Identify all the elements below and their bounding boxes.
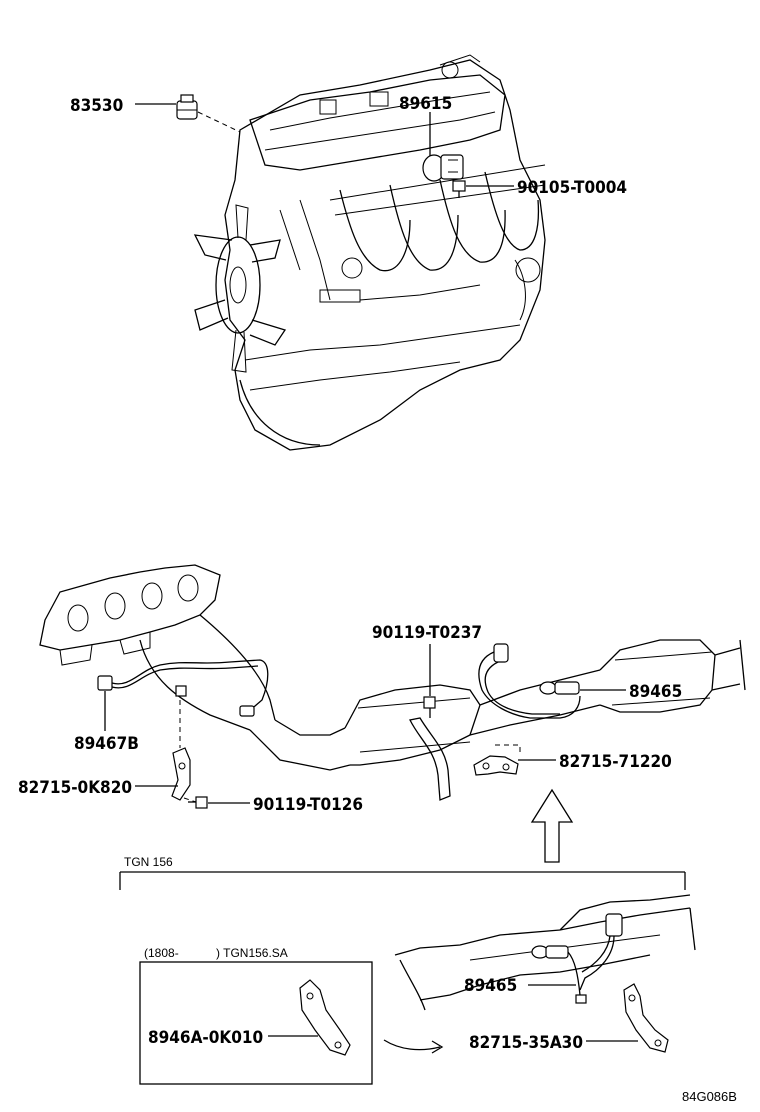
sensor-89465-lower-icon[interactable]: [531, 913, 623, 1004]
callout-82715-0k820[interactable]: 82715-0K820: [18, 778, 132, 798]
exhaust-manifold-drawing: [39, 564, 746, 771]
curved-arrow-icon: [383, 1039, 441, 1051]
up-arrow-icon: [530, 788, 574, 863]
lower-exhaust-drawing: [394, 894, 696, 1011]
sensor-89615-icon[interactable]: [422, 154, 464, 182]
sensor-89467b-icon[interactable]: [97, 659, 269, 717]
sensor-89465-icon[interactable]: [478, 643, 581, 719]
callout-89465-lower[interactable]: 89465: [464, 976, 517, 996]
bracket-82715-0k820-icon[interactable]: [171, 747, 191, 801]
callout-8946a-0k010[interactable]: 8946A-0K010: [148, 1028, 263, 1048]
figure-code: 84G086B: [682, 1089, 737, 1104]
callout-89465-upper[interactable]: 89465: [629, 682, 682, 702]
inset-label-date: (1808-: [144, 946, 179, 960]
inset-box: [139, 961, 373, 1085]
callout-89615[interactable]: 89615: [399, 94, 452, 114]
callout-90105-t0004[interactable]: 90105-T0004: [517, 178, 627, 198]
engine-fan-drawing: [193, 204, 287, 373]
callout-82715-35a30[interactable]: 82715-35A30: [469, 1033, 583, 1053]
bracket-8946a-0k010-icon[interactable]: [299, 979, 351, 1056]
callout-82715-71220[interactable]: 82715-71220: [559, 752, 672, 772]
engine-assembly-drawing: [224, 54, 546, 451]
bracket-82715-71220-icon[interactable]: [473, 755, 519, 776]
bolt-90119-t0237-icon[interactable]: [423, 696, 436, 718]
sensor-83530-icon[interactable]: [176, 94, 198, 120]
inset-label-model: ) TGN156.SA: [216, 946, 288, 960]
bracket-82715-35a30-icon[interactable]: [623, 983, 669, 1053]
callout-89467b[interactable]: 89467B: [74, 734, 139, 754]
bolt-90119-t0126-icon[interactable]: [188, 796, 208, 809]
bolt-90105-icon[interactable]: [452, 180, 466, 198]
callout-83530[interactable]: 83530: [70, 96, 123, 116]
callout-90119-t0237[interactable]: 90119-T0237: [372, 623, 482, 643]
callout-90119-t0126[interactable]: 90119-T0126: [253, 795, 363, 815]
section-label-tgn156: TGN 156: [124, 855, 173, 869]
